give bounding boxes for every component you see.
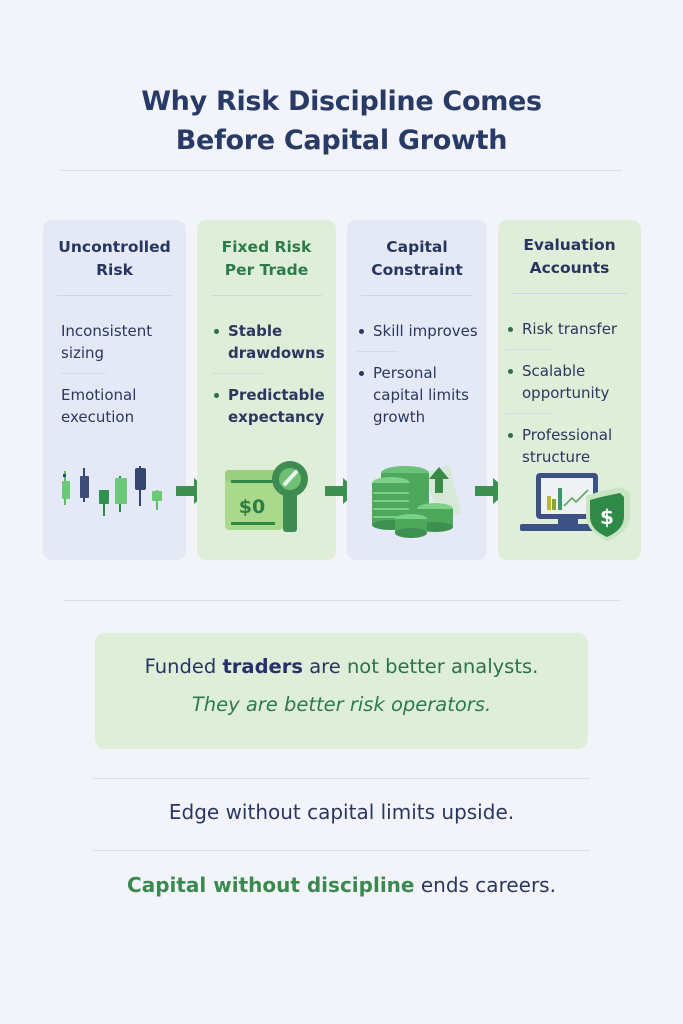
stage-title-line: Accounts [529,259,610,277]
statement-rest: ends careers. [414,873,556,897]
svg-text:$: $ [600,505,614,529]
stage-item: Inconsistent sizing [61,322,153,362]
candlestick-chart-icon [62,466,162,516]
quote-line-1: Funded traders are not better analysts. [95,655,588,678]
item-divider [212,373,265,374]
stage-item: Risk transfer [506,318,634,340]
stage-title-line: Per Trade [224,261,309,279]
card-divider [211,295,322,296]
statement-capital: Capital without discipline ends careers. [0,873,683,897]
statement-divider [93,850,590,851]
stage-item: Personal capital limits growth [357,362,475,428]
stage-title: Fixed Risk Per Trade [197,236,336,282]
statement-edge: Edge without capital limits upside. [168,800,515,824]
stage-item: Skill improves [357,320,482,342]
stage-item: Scalable opportunity [506,360,634,404]
quote-line-2: They are better risk operators. [191,693,492,716]
stage-title-line: Constraint [371,261,463,279]
quote-callout: Funded traders are not better analysts. … [95,633,588,749]
card-divider [512,293,627,294]
stage-item: Professional structure [506,424,634,468]
quote-text-bold: traders [222,655,303,678]
stage-title-line: Risk [96,261,133,279]
quote-text: Funded [144,655,223,678]
stage-title: Evaluation Accounts [498,234,641,280]
quote-text: are [303,655,347,678]
stage-card-evaluation-accounts: Evaluation Accounts Risk transfer Scalab… [498,220,641,560]
stage-title-line: Fixed Risk [221,238,312,256]
stage-items: Skill improves Personal capital limits g… [357,320,479,428]
stage-title: Uncontrolled Risk [43,236,186,282]
stage-items: Inconsistent sizing Emotional execution [61,320,178,428]
stage-items: Risk transfer Scalable opportunity Profe… [506,318,633,468]
stage-item: Predictable expectancy [212,384,325,428]
statement-highlight: Capital without discipline [127,873,415,897]
card-divider [361,295,473,296]
title-line-1: Why Risk Discipline Comes [141,86,542,117]
laptop-shield-dollar-icon: $ [520,473,630,541]
stage-item: Emotional execution [61,386,137,426]
item-divider [506,349,551,350]
svg-text:$0: $0 [239,496,265,518]
statement-divider [93,778,590,779]
item-divider [357,351,397,352]
page-title: Why Risk Discipline Comes Before Capital… [0,82,683,160]
title-divider [60,170,622,171]
item-divider [506,413,551,414]
stage-title-line: Uncontrolled [58,238,171,256]
card-divider [57,295,172,296]
title-line-2: Before Capital Growth [175,125,508,156]
coin-stacks-growth-icon [372,465,461,538]
stage-title: Capital Constraint [347,236,487,282]
stage-card-capital-constraint: Capital Constraint Skill improves Person… [347,220,487,560]
quote-text: not better analysts. [346,655,539,678]
stage-title-line: Capital [386,238,448,256]
stage-title-line: Evaluation [523,236,616,254]
item-divider [61,373,106,374]
section-divider [63,600,621,601]
stage-items: Stable drawdowns Predictable expectancy [212,320,328,428]
zero-dollar-lock-icon: $0 [225,461,308,532]
stage-item: Stable drawdowns [212,320,325,364]
stage-card-fixed-risk: Fixed Risk Per Trade Stable drawdowns Pr… [197,220,336,560]
stage-card-uncontrolled-risk: Uncontrolled Risk Inconsistent sizing Em… [43,220,186,560]
